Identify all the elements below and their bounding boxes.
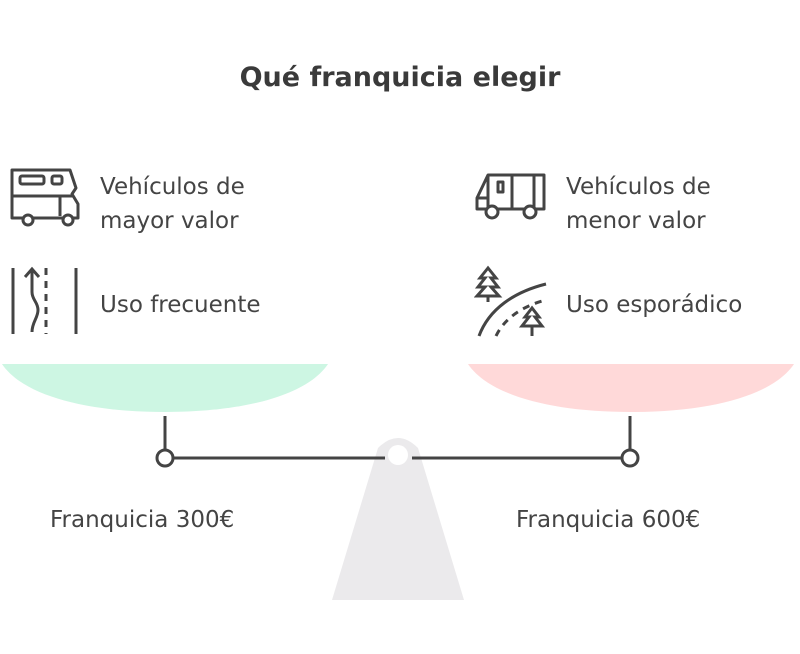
motorhome-icon [10, 168, 80, 227]
label-lower-value: Vehículos de menor valor [566, 170, 711, 238]
left-pan [2, 364, 328, 412]
label-frequent-use: Uso frecuente [100, 292, 261, 318]
beam [163, 416, 632, 460]
balance-scale [2, 364, 794, 600]
van-icon [475, 173, 546, 220]
label-line: menor valor [566, 208, 706, 234]
franchise-300-label: Franquicia 300€ [50, 507, 235, 533]
road-icon [11, 266, 78, 334]
pivot [388, 445, 408, 465]
forest-road-icon [474, 265, 547, 337]
scale-base [332, 438, 464, 600]
franchise-600-label: Franquicia 600€ [516, 507, 701, 533]
right-pan [468, 364, 794, 412]
label-higher-value: Vehículos de mayor valor [100, 170, 245, 238]
label-line: mayor valor [100, 208, 239, 234]
label-line: Vehículos de [100, 174, 245, 200]
label-sporadic-use: Uso esporádico [566, 292, 743, 318]
diagram-title: Qué franquicia elegir [239, 62, 561, 93]
label-line: Vehículos de [566, 174, 711, 200]
